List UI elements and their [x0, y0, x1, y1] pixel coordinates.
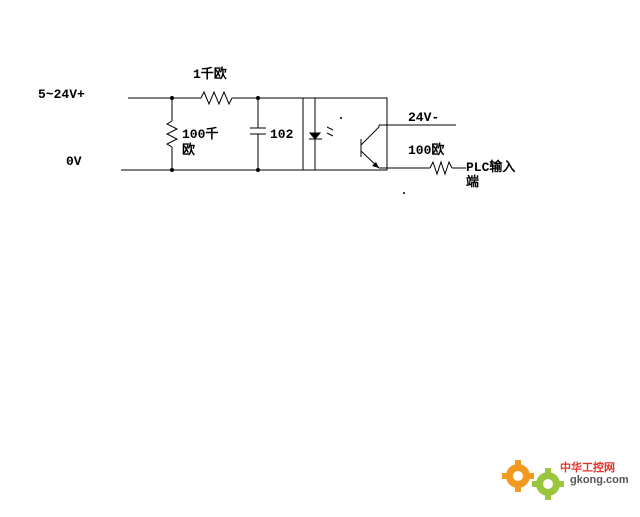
stray-dot [403, 192, 405, 194]
watermark-url: gkong.com [570, 474, 629, 486]
label-plc-2: 端 [466, 175, 480, 190]
label-capacitor: 102 [270, 127, 294, 142]
junction-dot [170, 96, 174, 100]
light-arrow-1 [326, 126, 334, 131]
stray-dot [340, 117, 342, 119]
label-r-out: 100欧 [408, 143, 445, 158]
junction-dot [256, 168, 260, 172]
light-arrow-2 [326, 132, 334, 137]
junction-dot [170, 168, 174, 172]
label-vin: 5~24V+ [38, 87, 85, 102]
resistor-100k [165, 120, 179, 148]
resistor-100 [429, 160, 453, 176]
watermark-logo [502, 460, 564, 500]
label-r-series: 1千欧 [193, 67, 227, 82]
transistor-collector [360, 126, 380, 146]
label-24v: 24V- [408, 110, 440, 125]
junction-dot [256, 96, 260, 100]
emitter-arrow [372, 162, 379, 168]
label-plc-1: PLC输入 [466, 160, 516, 175]
resistor-1k [200, 90, 233, 106]
label-r-shunt-2: 欧 [182, 143, 196, 158]
optocoupler-box [302, 97, 388, 171]
label-r-shunt-1: 100千 [182, 127, 219, 142]
led-triangle [308, 132, 322, 140]
label-gnd: 0V [66, 154, 82, 169]
watermark-brand: 中华工控网 [560, 462, 615, 474]
